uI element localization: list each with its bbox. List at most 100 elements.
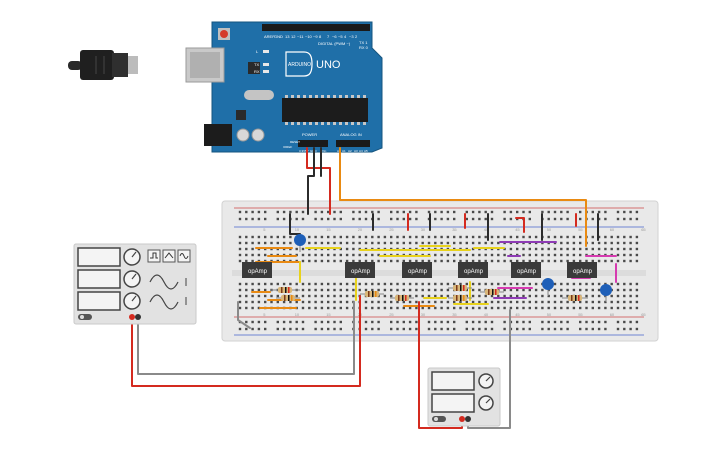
breadboard-hole[interactable] [516, 327, 519, 331]
breadboard-hole[interactable] [465, 306, 468, 310]
breadboard-hole[interactable] [579, 241, 582, 245]
breadboard-hole[interactable] [245, 327, 248, 331]
breadboard-hole[interactable] [308, 288, 311, 292]
breadboard-hole[interactable] [597, 327, 601, 331]
breadboard-hole[interactable] [478, 235, 481, 239]
breadboard-hole[interactable] [333, 259, 336, 263]
breadboard-hole[interactable] [503, 253, 506, 257]
breadboard-hole[interactable] [528, 306, 531, 310]
breadboard-hole[interactable] [572, 259, 576, 263]
breadboard-hole[interactable] [270, 300, 273, 304]
breadboard-hole[interactable] [396, 259, 399, 263]
breadboard-hole[interactable] [579, 235, 582, 239]
breadboard-hole[interactable] [427, 235, 431, 239]
breadboard-hole[interactable] [396, 320, 399, 324]
breadboard-hole[interactable] [553, 259, 557, 263]
breadboard-hole[interactable] [616, 320, 620, 324]
breadboard-hole[interactable] [245, 210, 248, 214]
breadboard-hole[interactable] [459, 241, 462, 245]
breadboard-hole[interactable] [434, 327, 437, 331]
breadboard-hole[interactable] [522, 294, 525, 298]
breadboard-hole[interactable] [257, 327, 261, 331]
breadboard-hole[interactable] [465, 253, 468, 257]
breadboard-hole[interactable] [522, 306, 525, 310]
breadboard-hole[interactable] [314, 306, 317, 310]
breadboard-hole[interactable] [434, 282, 437, 286]
breadboard-hole[interactable] [390, 235, 393, 239]
breadboard-hole[interactable] [522, 259, 525, 263]
breadboard-hole[interactable] [446, 327, 450, 331]
breadboard-hole[interactable] [408, 217, 412, 221]
breadboard-hole[interactable] [528, 300, 531, 304]
breadboard-hole[interactable] [301, 247, 305, 251]
usb-cable[interactable] [68, 50, 138, 80]
breadboard-hole[interactable] [547, 259, 550, 263]
breadboard-hole[interactable] [616, 210, 620, 214]
breadboard-hole[interactable] [327, 210, 330, 214]
breadboard-hole[interactable] [308, 241, 311, 245]
breadboard-hole[interactable] [415, 306, 418, 310]
breadboard-hole[interactable] [402, 300, 405, 304]
breadboard-hole[interactable] [390, 306, 393, 310]
breadboard-hole[interactable] [371, 327, 374, 331]
breadboard-hole[interactable] [459, 253, 462, 257]
breadboard-hole[interactable] [415, 288, 418, 292]
breadboard-hole[interactable] [364, 210, 368, 214]
breadboard-hole[interactable] [471, 306, 475, 310]
breadboard-hole[interactable] [333, 241, 336, 245]
breadboard-hole[interactable] [390, 210, 393, 214]
breadboard-hole[interactable] [264, 235, 267, 239]
breadboard-hole[interactable] [308, 294, 311, 298]
breadboard-hole[interactable] [352, 210, 355, 214]
breadboard-hole[interactable] [251, 327, 254, 331]
breadboard-hole[interactable] [320, 282, 324, 286]
breadboard-hole[interactable] [276, 235, 279, 239]
breadboard-hole[interactable] [421, 306, 424, 310]
breadboard-hole[interactable] [560, 241, 563, 245]
breadboard-hole[interactable] [547, 217, 550, 221]
breadboard-hole[interactable] [377, 320, 380, 324]
breadboard-hole[interactable] [572, 288, 576, 292]
breadboard-hole[interactable] [579, 210, 582, 214]
breadboard-hole[interactable] [629, 210, 632, 214]
breadboard-hole[interactable] [440, 282, 443, 286]
breadboard-hole[interactable] [245, 282, 248, 286]
breadboard-hole[interactable] [434, 259, 437, 263]
fgen-output-positive[interactable] [129, 314, 135, 320]
breadboard-hole[interactable] [623, 259, 626, 263]
breadboard-hole[interactable] [528, 247, 531, 251]
breadboard-hole[interactable] [541, 300, 544, 304]
breadboard-hole[interactable] [465, 300, 468, 304]
breadboard-hole[interactable] [471, 327, 475, 331]
breadboard-hole[interactable] [509, 282, 513, 286]
breadboard-hole[interactable] [471, 259, 475, 263]
breadboard-hole[interactable] [459, 306, 462, 310]
square-wave-button[interactable] [147, 249, 161, 263]
breadboard-hole[interactable] [440, 253, 443, 257]
breadboard-hole[interactable] [308, 259, 311, 263]
breadboard-hole[interactable] [434, 306, 437, 310]
breadboard-hole[interactable] [629, 259, 632, 263]
breadboard-hole[interactable] [591, 247, 594, 251]
breadboard[interactable]: 5510101515202025253030353540404545505055… [221, 200, 659, 342]
breadboard-hole[interactable] [572, 235, 576, 239]
breadboard-hole[interactable] [295, 253, 298, 257]
breadboard-hole[interactable] [264, 294, 267, 298]
breadboard-hole[interactable] [377, 300, 380, 304]
breadboard-hole[interactable] [497, 282, 500, 286]
breadboard-hole[interactable] [616, 300, 620, 304]
breadboard-hole[interactable] [282, 327, 286, 331]
breadboard-hole[interactable] [604, 282, 607, 286]
breadboard-hole[interactable] [427, 259, 431, 263]
breadboard-hole[interactable] [484, 282, 487, 286]
analog-header[interactable] [336, 140, 370, 147]
breadboard-hole[interactable] [282, 300, 286, 304]
breadboard-hole[interactable] [566, 259, 569, 263]
breadboard-hole[interactable] [509, 210, 513, 214]
breadboard-hole[interactable] [478, 241, 481, 245]
breadboard-hole[interactable] [352, 235, 355, 239]
breadboard-hole[interactable] [345, 241, 349, 245]
breadboard-hole[interactable] [364, 300, 368, 304]
breadboard-hole[interactable] [471, 282, 475, 286]
